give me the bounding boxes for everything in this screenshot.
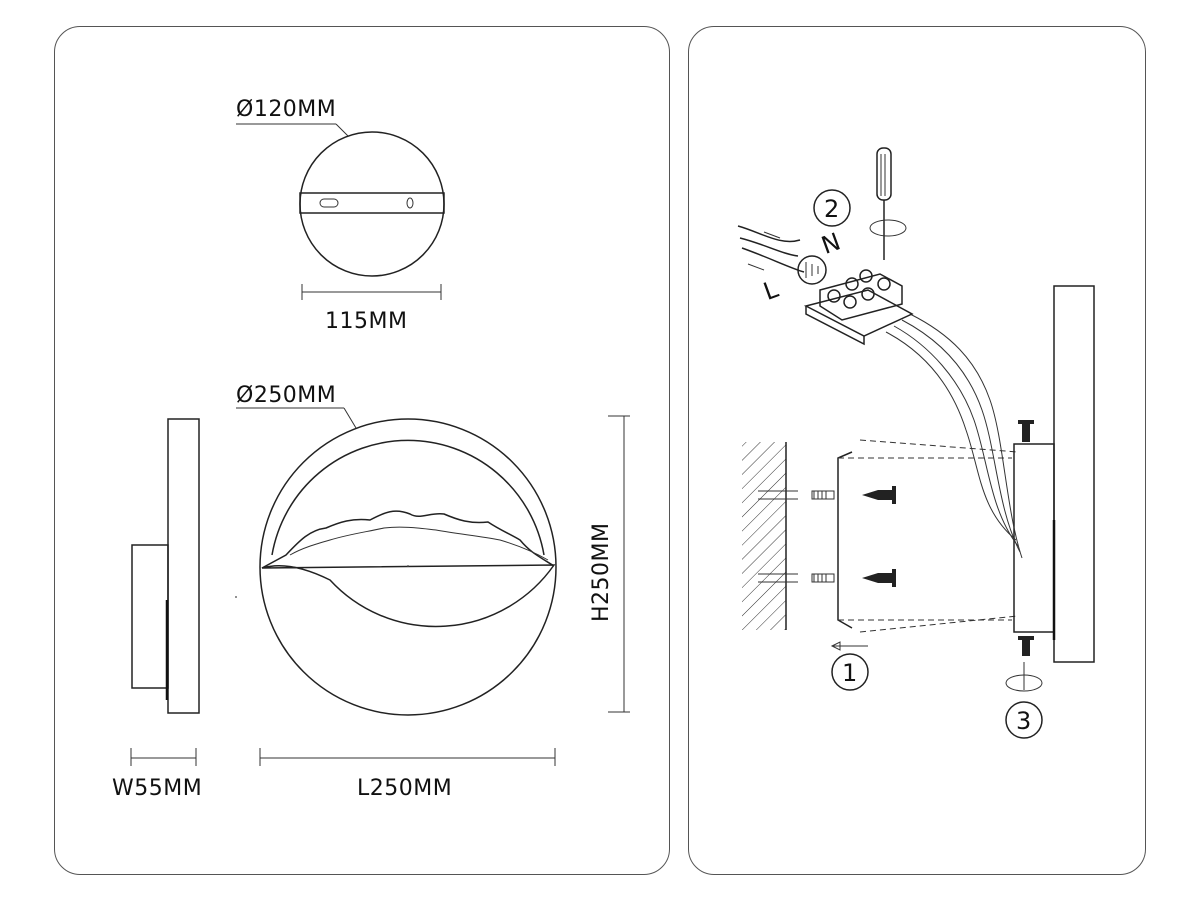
wall-plug-top-ribs [813,491,827,499]
screw-bottom-head [892,569,896,587]
step-1-marker: 1 [830,641,869,691]
terminal-screw-5 [843,295,857,309]
step-1-circle [831,653,869,691]
base-width-label: 115MM [325,309,407,334]
terminal-block [803,269,914,346]
step-2-circle [813,189,851,227]
screw-bottom-shank [862,573,892,583]
base-top-view: Ø120MM 115MM [236,97,445,334]
step-1-label: 1 [842,659,857,687]
wall-plug-top-body [811,490,835,500]
lamp-base-side [1013,443,1055,633]
outer-disc [259,418,557,716]
set-screw-bottom-body [1022,638,1030,656]
wire-3 [901,319,1021,553]
terminal-screw-4 [877,277,891,291]
neutral-label: N [818,227,844,259]
terminal-screw-6 [861,287,875,301]
set-screw-top [1018,420,1034,442]
depth-label: W55MM [112,776,202,801]
mains-wire-2 [739,237,799,257]
wall-section [742,442,798,630]
bracket-hole [406,197,414,209]
center-mark [407,565,409,567]
mounting-bracket [299,192,445,214]
screw-top-head [892,486,896,504]
step-3-label: 3 [1016,707,1031,735]
mains-arrow-2 [747,263,765,271]
length-label: L250MM [357,776,452,801]
side-disc [167,418,200,714]
wall-plug-bottom-ribs [813,574,827,582]
side-base [131,544,169,689]
lamp-side-view: W55MM [112,418,202,801]
step-2-marker: 2 [813,189,851,227]
lamp-assembly-side [1013,285,1095,663]
mains-arrow-1 [763,231,781,239]
wall-plug-bottom [811,573,835,583]
terminal-screw-2 [845,277,859,291]
terminal-body [819,273,903,321]
mounting-bracket-install [837,439,1019,633]
disc-diameter-leader-tick [343,407,357,429]
screwdriver-handle [876,147,892,201]
ground-symbol [797,255,827,285]
screw-top [862,486,896,504]
disc-diameter-label: Ø250MM [236,383,336,408]
terminal-plate [803,289,914,337]
lower-shade [261,564,556,628]
wires [885,313,1023,559]
wire-2 [893,325,1019,547]
base-diameter-label: Ø120MM [236,97,336,122]
live-label: L [760,275,783,306]
ridge-inner-edge [289,526,549,561]
set-screw-top-body [1022,424,1030,442]
base-guide-bottom [859,615,1019,633]
base-diameter-leader-tick [335,123,349,137]
height-label: H250MM [589,523,614,623]
step-1-arrow-icon [830,641,841,651]
wall-plug-bottom-body [811,573,835,583]
wire-1 [885,331,1017,541]
stray-mark [235,596,237,598]
bracket-slot [319,198,339,208]
wire-4 [909,313,1023,559]
terminal-screw-3 [859,269,873,283]
base-guide-top [859,439,1019,453]
mountain-ridge [261,510,555,569]
mains-wire-1 [737,225,801,243]
step-3-marker: 3 [1005,662,1043,739]
lamp-disc-side [1053,285,1095,663]
wall-hatch [742,442,786,630]
set-screw-bottom [1018,636,1034,656]
rotate-arrow-icon [869,219,907,237]
screwdriver-icon [869,147,907,260]
lamp-front-view: Ø250MM H250MM L250MM [235,383,630,801]
screw-top-shank [862,490,892,500]
base-circle [299,131,445,277]
step-2-label: 2 [824,195,839,223]
set-screw-bottom-head [1018,636,1034,640]
set-screw-top-head [1018,420,1034,424]
step-3-circle [1005,701,1043,739]
inner-arc [271,439,545,556]
anchors-and-screws [811,486,896,587]
terminal-plate-front [805,306,865,346]
screw-bottom [862,569,896,587]
bracket-profile [837,451,853,629]
wall-plug-top [811,490,835,500]
terminal-screw-1 [827,289,841,303]
dimensions-panel [54,26,670,875]
mains-wire-3 [741,247,805,273]
